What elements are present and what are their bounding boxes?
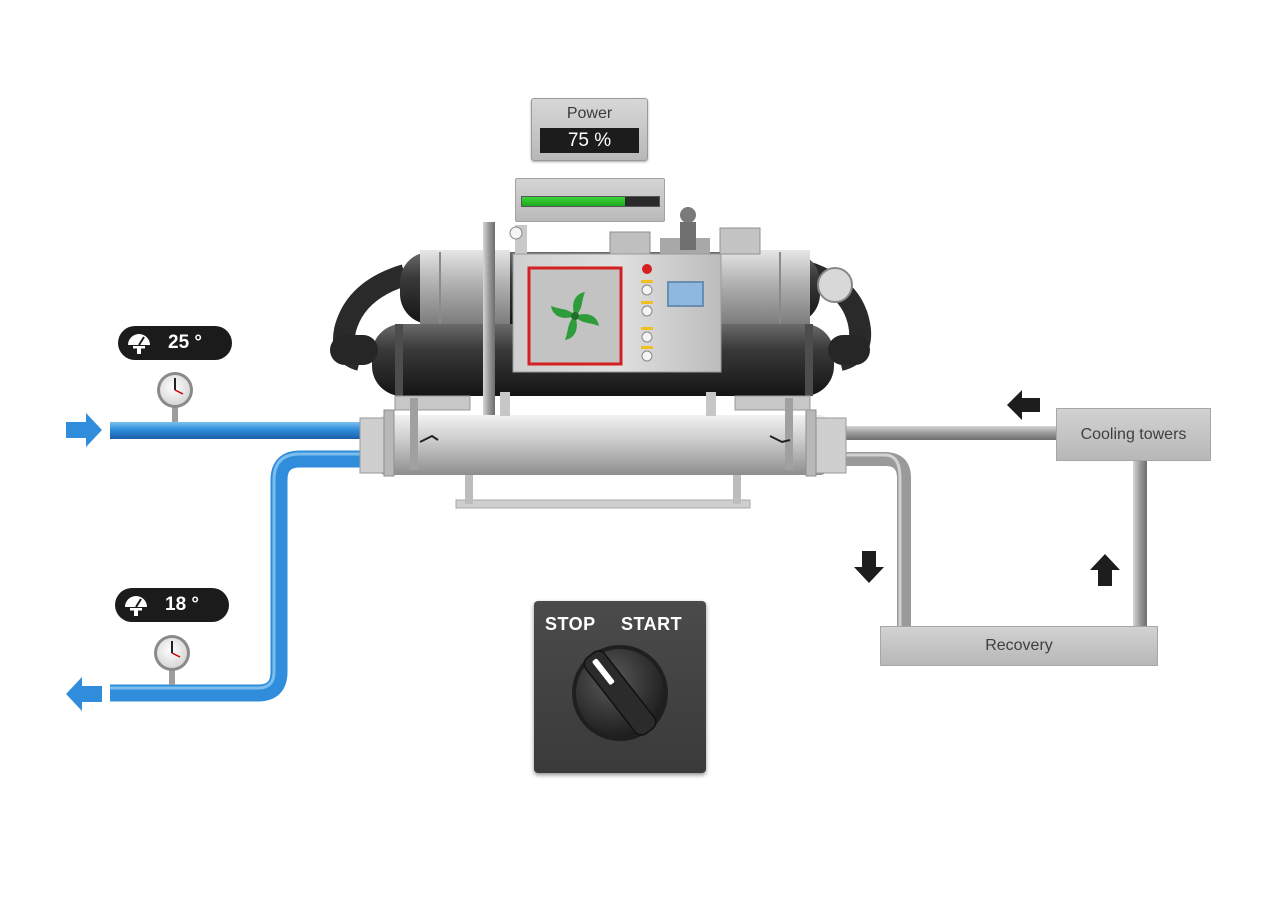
stop-start-switch-panel: STOP START [534,601,706,773]
chilled-water-return-pipe [110,450,360,702]
arrow-left-icon [66,677,102,711]
arrow-right-icon [66,413,102,447]
pressure-gauge-icon [154,635,190,685]
power-level-track [521,196,660,207]
stop-label: STOP [545,614,596,634]
stop-start-rotary-knob[interactable] [534,601,706,773]
arrow-up-icon [1090,554,1120,586]
thermometer-icon [125,596,147,616]
recovery-box[interactable]: Recovery [880,626,1158,666]
power-value: 75 % [540,128,639,153]
condenser-outlet-pipe [845,426,1060,440]
chiller-unit [330,207,872,509]
power-readout-panel: Power 75 % [531,98,648,161]
pressure-gauge-icon [157,372,193,422]
arrow-down-icon [854,551,884,583]
inlet-temperature-badge: 25 ° [118,326,232,360]
power-title: Power [566,105,613,122]
chilled-water-supply-pipe [110,422,360,439]
condenser-return-pipe [845,452,1147,628]
outlet-temperature-badge: 18 ° [115,588,229,622]
cooling-towers-box[interactable]: Cooling towers [1056,408,1211,461]
fan-icon [551,292,599,340]
start-label: START [621,614,683,634]
thermometer-icon [128,334,150,354]
inlet-temperature-value: 25 ° [168,332,203,353]
power-level-fill [522,197,625,206]
outlet-temperature-value: 18 ° [165,594,200,615]
power-level-bar [515,178,665,222]
arrow-left-icon [1007,390,1040,420]
